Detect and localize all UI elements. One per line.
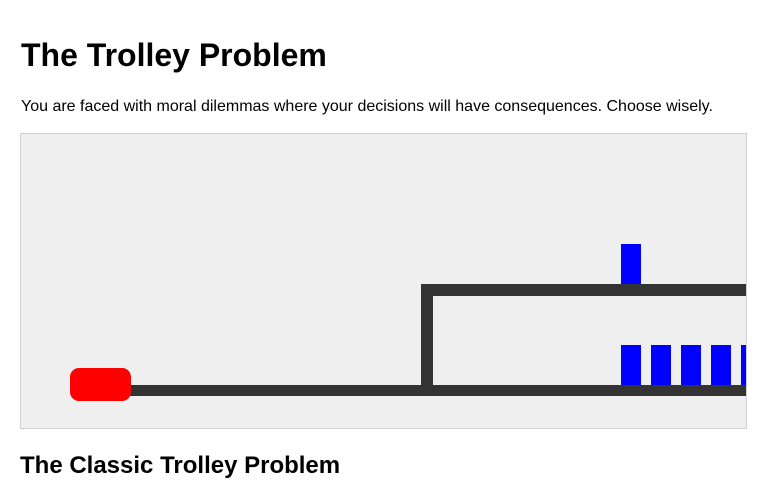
person-figure [681, 345, 701, 385]
person-figure [651, 345, 671, 385]
trolley-scene-canvas[interactable] [20, 133, 747, 429]
intro-text: You are faced with moral dilemmas where … [21, 98, 713, 115]
page-title: The Trolley Problem [21, 37, 327, 73]
main-track-people [621, 345, 746, 385]
branch-track-people [621, 244, 641, 284]
branch-track [421, 284, 746, 296]
section-heading: The Classic Trolley Problem [20, 452, 341, 479]
person-figure [741, 345, 746, 385]
person-figure [621, 244, 641, 284]
person-figure [621, 345, 641, 385]
person-figure [711, 345, 731, 385]
branch-junction-track [421, 284, 433, 396]
trolley [70, 368, 131, 401]
